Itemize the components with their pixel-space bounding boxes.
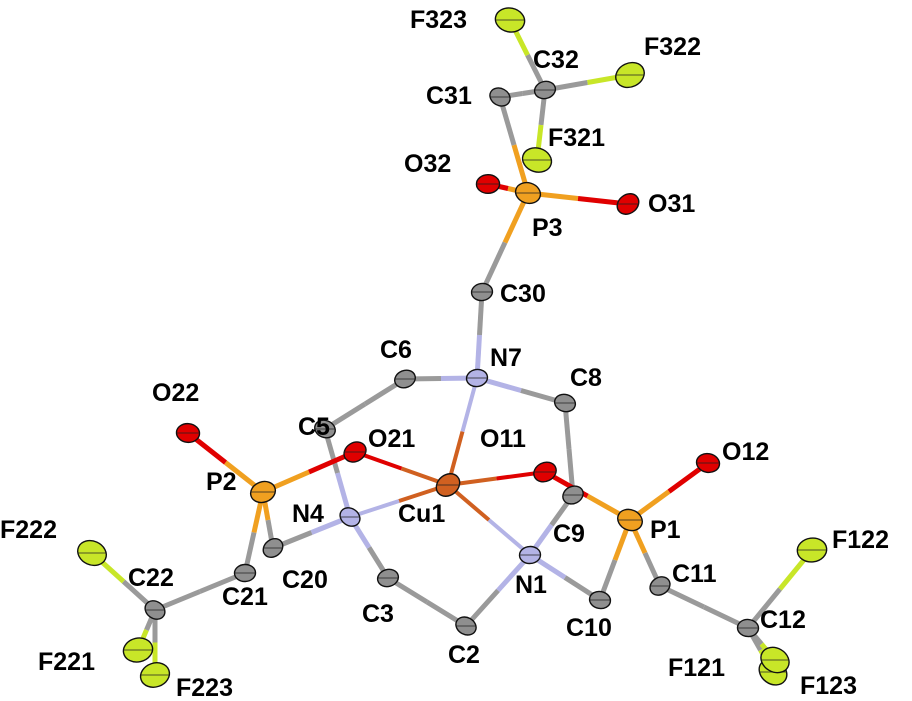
label-c2: C2 [448,641,480,669]
label-f121: F121 [668,654,725,682]
label-c3: C3 [362,600,394,628]
label-c11: C11 [672,560,717,588]
label-n4: N4 [292,500,324,528]
label-o12: O12 [722,438,769,466]
label-o11: O11 [480,425,526,453]
label-o32: O32 [404,150,451,178]
label-c31: C31 [426,82,472,110]
label-f122: F122 [832,526,889,554]
label-o22: O22 [152,379,199,407]
label-f223: F223 [176,674,233,701]
label-n7: N7 [490,344,522,372]
label-f222: F222 [0,516,57,544]
label-p1: P1 [650,516,681,544]
label-c30: C30 [500,280,546,308]
label-c9: C9 [553,520,585,548]
label-c12: C12 [760,606,806,634]
label-f323: F323 [410,6,467,34]
label-c8: C8 [570,364,602,392]
label-f123: F123 [800,672,857,700]
label-o21: O21 [368,425,415,453]
label-c22: C22 [128,564,174,592]
label-c6: C6 [380,336,412,364]
label-f322: F322 [644,33,701,61]
label-p2: P2 [206,468,237,496]
label-f221: F221 [38,648,95,676]
label-cu1: Cu1 [398,500,445,528]
label-n1: N1 [515,571,547,599]
label-c32: C32 [533,46,579,74]
label-c10: C10 [566,614,612,642]
label-p3: P3 [532,214,563,242]
label-f321: F321 [548,124,605,152]
label-c20: C20 [282,566,328,594]
label-o31: O31 [648,190,695,218]
atoms-layer [77,7,828,688]
label-c21: C21 [222,583,268,611]
label-c5: C5 [298,413,330,441]
